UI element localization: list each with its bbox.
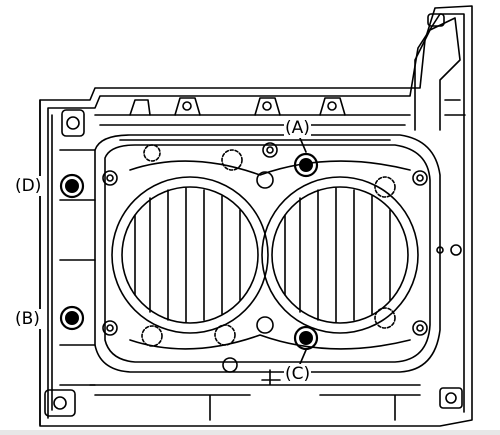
bolt-a [293,152,319,178]
top-ears [129,97,346,116]
deck-outline [94,134,441,373]
top-rail [94,114,411,141]
cylinder-left [111,176,269,334]
bottom-details [89,369,421,421]
bolt-d [59,173,85,199]
block-inner-outline [47,13,465,419]
leader-c [299,349,307,365]
left-boss-top-hole [66,116,80,130]
bolt-c [293,325,319,351]
dowel-pins [141,144,396,347]
callout-label-c: (C) [284,364,312,384]
deck-inner-outline [104,144,431,363]
callout-label-b: (B) [14,309,41,329]
right-boss-bottom [439,387,463,409]
left-boss-bottom [44,389,76,417]
left-panel [39,99,96,426]
bottom-divider [0,430,500,435]
callout-label-d: (D) [14,176,43,196]
bolt-b [59,305,85,331]
left-boss-top [61,109,85,137]
bolt-holes [102,142,462,373]
water-jacket [129,160,411,350]
cylinder-right [261,176,419,334]
left-boss-bottom-hole [53,396,67,410]
callout-label-a: (A) [284,118,311,138]
block-outline [39,5,473,427]
leader-a [299,137,307,153]
right-bracket [414,17,466,131]
bracket-boss [427,13,445,27]
right-boss-bottom-hole [445,392,457,404]
